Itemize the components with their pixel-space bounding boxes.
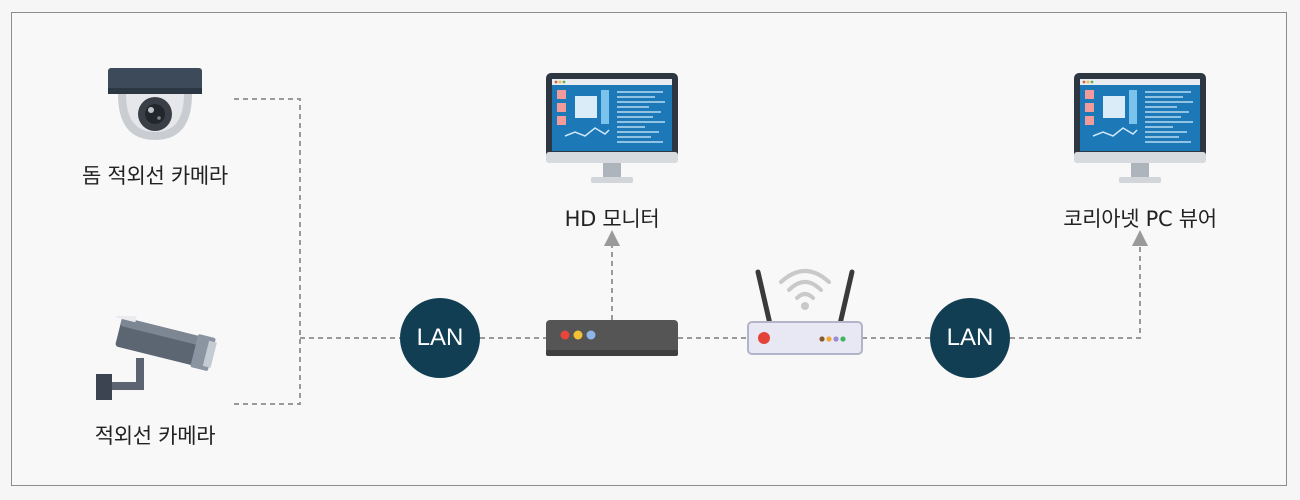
- recorder: [546, 320, 678, 356]
- hd-monitor: [545, 72, 679, 188]
- lan-left-label: LAN: [416, 324, 464, 351]
- router-icon: [747, 269, 863, 355]
- monitor-icon: [1074, 73, 1206, 183]
- ir-camera-label: 적외선 카메라: [94, 424, 216, 448]
- recorder-icon: [546, 320, 678, 356]
- dome-camera-icon: [108, 68, 202, 140]
- wireless-router: [746, 262, 864, 356]
- lan-right-label: LAN: [946, 324, 994, 351]
- ir-camera: [94, 311, 222, 408]
- dome-camera: [100, 62, 210, 148]
- dome-camera-label: 돔 적외선 카메라: [82, 164, 228, 188]
- viewer-pc-label: 코리아넷 PC 뷰어: [1063, 207, 1217, 231]
- wifi-icon: [779, 269, 831, 300]
- hd-monitor-label: HD 모니터: [564, 207, 660, 231]
- ir-camera-icon: [96, 311, 217, 400]
- lan-right-to-viewer: [1010, 230, 1148, 339]
- dome-camera-link: [234, 98, 301, 405]
- lan-badge-left: LAN: [400, 298, 480, 378]
- lan-badge-right: LAN: [930, 298, 1010, 378]
- monitor-icon: [546, 73, 678, 183]
- viewer-pc: [1073, 72, 1207, 188]
